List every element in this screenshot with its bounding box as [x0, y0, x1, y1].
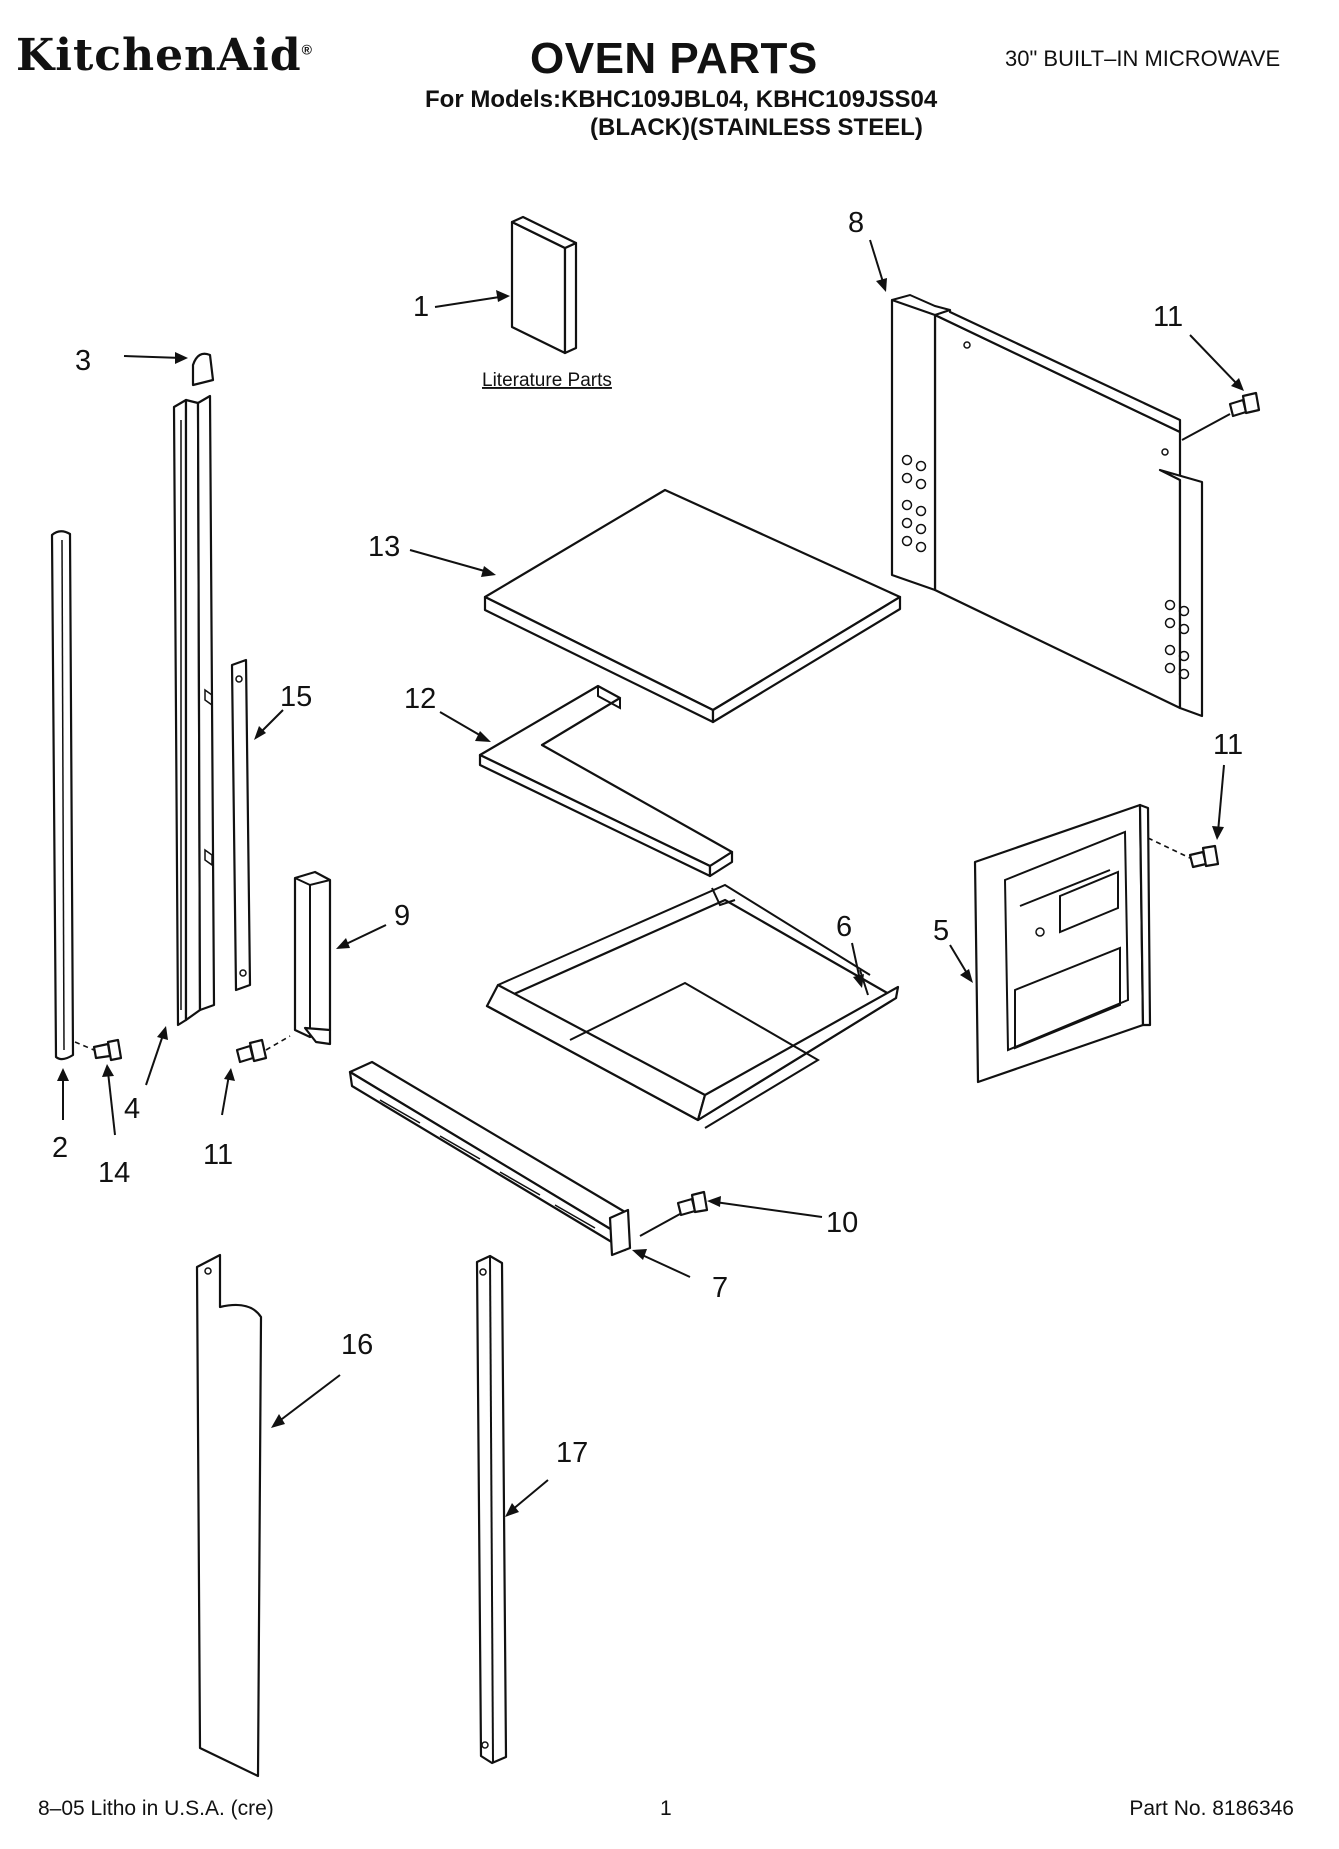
part-number: Part No. 8186346 [1129, 1797, 1294, 1820]
leader-10 [714, 1201, 823, 1218]
leader-5 [949, 944, 969, 976]
leader-13 [409, 549, 489, 573]
part-bracket [293, 870, 332, 1046]
callout-7: 7 [712, 1272, 728, 1304]
leader-8 [869, 239, 884, 283]
brand-registered-mark: ® [301, 41, 313, 58]
callout-11-right: 11 [1213, 729, 1243, 761]
part-cap [191, 352, 215, 387]
callout-10: 10 [826, 1207, 858, 1239]
leader-17 [511, 1479, 549, 1511]
part-spacer [478, 684, 734, 878]
callout-17: 17 [556, 1437, 588, 1469]
part-side-panel [890, 293, 1204, 718]
page-title: OVEN PARTS [530, 34, 818, 83]
model-numbers: For Models:KBHC109JBL04, KBHC109JSS04 [425, 86, 938, 113]
appliance-type: 30" BUILT–IN MICROWAVE [1005, 46, 1281, 71]
brand-name: KitchenAid [16, 30, 302, 81]
part-screw-11-right [1188, 844, 1220, 869]
callout-14: 14 [98, 1157, 130, 1189]
callout-8: 8 [848, 207, 864, 239]
callout-2: 2 [52, 1132, 68, 1164]
part-side-trim [172, 394, 216, 1027]
callout-3: 3 [75, 345, 91, 377]
literature-parts-label: Literature Parts [482, 370, 612, 391]
part-top-panel [483, 488, 902, 724]
leader-9 [343, 924, 387, 946]
part-front-grille [348, 1060, 632, 1257]
part-literature-booklet [510, 215, 578, 355]
leader-14 [107, 1071, 116, 1136]
part-screw-14 [92, 1038, 123, 1062]
leader-3 [123, 355, 183, 359]
page-number: 1 [660, 1797, 672, 1820]
leader-11-top [1189, 334, 1239, 386]
part-screw-10 [676, 1190, 709, 1217]
leader-1 [434, 295, 507, 308]
callout-1: 1 [413, 291, 429, 323]
callout-11-top: 11 [1153, 301, 1183, 333]
part-trim-rod [50, 530, 75, 1061]
callout-4: 4 [124, 1093, 140, 1125]
brand-logo: KitchenAid® [16, 30, 313, 81]
leader-15 [259, 709, 284, 734]
callout-6: 6 [836, 911, 852, 943]
leader-16 [277, 1374, 341, 1423]
callout-12: 12 [404, 683, 436, 715]
callout-16: 16 [341, 1329, 373, 1361]
leader-6 [851, 942, 861, 981]
leader-11-left [221, 1074, 230, 1116]
callout-9: 9 [394, 900, 410, 932]
leader-7 [639, 1253, 691, 1278]
leader-4 [145, 1034, 164, 1086]
part-screw-11-top [1228, 391, 1261, 418]
callout-5: 5 [933, 915, 949, 947]
callout-15: 15 [280, 681, 312, 713]
leader-12 [439, 711, 484, 738]
leader-11-right [1217, 764, 1225, 833]
part-back-bracket [973, 803, 1152, 1084]
part-filler-strip [475, 1254, 508, 1765]
callout-11-left: 11 [203, 1139, 233, 1171]
part-screw-11-left [235, 1038, 268, 1064]
model-finishes: (BLACK)(STAINLESS STEEL) [590, 114, 923, 141]
callout-13: 13 [368, 531, 400, 563]
litho-info: 8–05 Litho in U.S.A. (cre) [38, 1797, 274, 1820]
part-filler-panel [195, 1253, 263, 1778]
part-oven-bottom [485, 883, 900, 1129]
part-trim-strip [230, 658, 252, 992]
